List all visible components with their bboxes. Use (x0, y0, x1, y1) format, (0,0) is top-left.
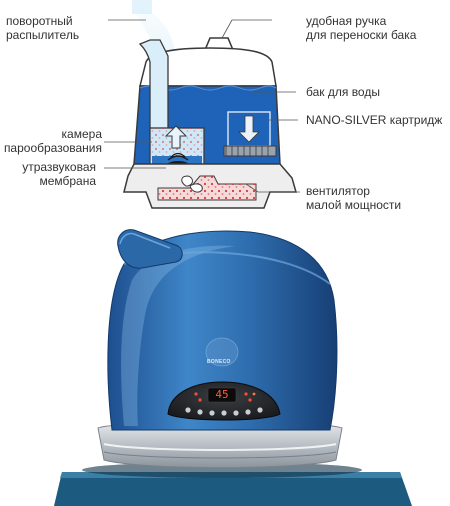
label-line: малой мощности (306, 198, 402, 212)
label-line: вентилятор (306, 184, 370, 198)
display-value: 45 (215, 388, 229, 401)
label-line: поворотный (6, 14, 73, 28)
label-water-tank: бак для воды (306, 85, 380, 99)
label-line: камера (61, 127, 102, 141)
indicator-leds (194, 392, 256, 402)
label-ultrasonic-membrane: утразвуковая мембрана (22, 160, 96, 188)
shelf (54, 472, 412, 506)
label-nano-silver: NANO-SILVER картридж (306, 113, 442, 127)
label-line: удобная ручка (306, 14, 387, 28)
label-line: утразвуковая (22, 160, 96, 174)
rotating-sprayer (138, 39, 169, 139)
brand-logo (205, 337, 239, 367)
label-rotating-sprayer: поворотный распылитель (6, 14, 79, 42)
label-fan: вентилятор малой мощности (306, 184, 401, 212)
label-line: бак для воды (306, 85, 380, 99)
carry-handle (204, 37, 234, 51)
label-line: для переноски бака (306, 28, 417, 42)
display-screen (207, 387, 237, 403)
nozzle (117, 229, 183, 269)
control-buttons (185, 407, 263, 416)
fan-icon (181, 175, 203, 193)
label-vapor-chamber: камера парообразования (4, 127, 102, 155)
label-line: распылитель (6, 28, 80, 42)
brand-text: BONECO (207, 359, 231, 365)
label-handle: удобная ручка для переноски бака (306, 14, 416, 42)
humidifier-product (54, 229, 412, 506)
leader-lines (104, 19, 300, 193)
label-line: NANO-SILVER картридж (306, 113, 443, 127)
label-line: парообразования (3, 141, 102, 155)
nano-silver-cartridge (223, 111, 277, 157)
label-line: мембрана (39, 174, 96, 188)
